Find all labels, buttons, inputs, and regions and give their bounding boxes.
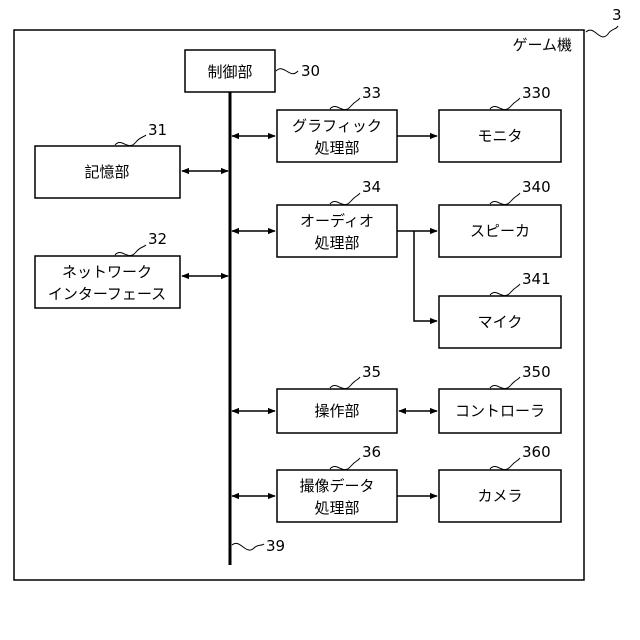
device-label: ゲーム機 [512,36,572,54]
audio-ref-leader [330,193,360,205]
device-ref: 3 [612,6,622,24]
monitor-label: モニタ [477,127,522,145]
speaker-ref-leader [490,193,520,205]
control-unit-ref: 30 [301,62,320,80]
gamepad-ref-leader [490,377,520,389]
control-ref-leader [276,69,298,74]
imaging-ref-leader [330,458,360,470]
operation-ref-leader [330,377,360,389]
network-ref-leader [115,245,146,256]
network-interface-ref: 32 [148,230,167,248]
bus-ref-leader [232,543,264,550]
microphone-label: マイク [478,313,523,331]
graphics-unit-ref: 33 [362,84,381,102]
audio-mic-connector [414,231,437,321]
graphics-unit-label-line1: グラフィック [292,117,382,135]
network-interface-label-line2: インターフェース [48,285,166,303]
device-ref-leader [586,26,618,37]
camera-ref-leader [490,458,520,470]
audio-unit-label-line2: 処理部 [314,234,359,252]
camera-ref: 360 [522,443,551,461]
speaker-label: スピーカ [470,222,530,240]
monitor-ref-leader [490,98,520,110]
microphone-ref: 341 [522,270,551,288]
microphone-ref-leader [490,284,520,296]
network-interface-label-line1: ネットワーク [62,263,152,281]
gamepad-ref: 350 [522,363,551,381]
graphics-unit-label-line2: 処理部 [314,139,359,157]
bus-ref: 39 [266,537,285,555]
control-unit-label: 制御部 [207,63,252,81]
gamepad-label: コントローラ [455,402,545,420]
graphics-ref-leader [330,98,360,110]
speaker-ref: 340 [522,178,551,196]
audio-unit-label-line1: オーディオ [300,212,374,230]
memory-ref-leader [115,135,146,146]
operation-unit-ref: 35 [362,363,381,381]
operation-unit-label: 操作部 [314,402,359,420]
camera-label: カメラ [477,487,522,505]
memory-label: 記憶部 [84,163,129,181]
imaging-unit-label-line1: 撮像データ [299,477,374,495]
memory-ref: 31 [148,121,167,139]
imaging-unit-label-line2: 処理部 [314,499,359,517]
audio-unit-ref: 34 [362,178,381,196]
monitor-ref: 330 [522,84,551,102]
imaging-unit-ref: 36 [362,443,381,461]
